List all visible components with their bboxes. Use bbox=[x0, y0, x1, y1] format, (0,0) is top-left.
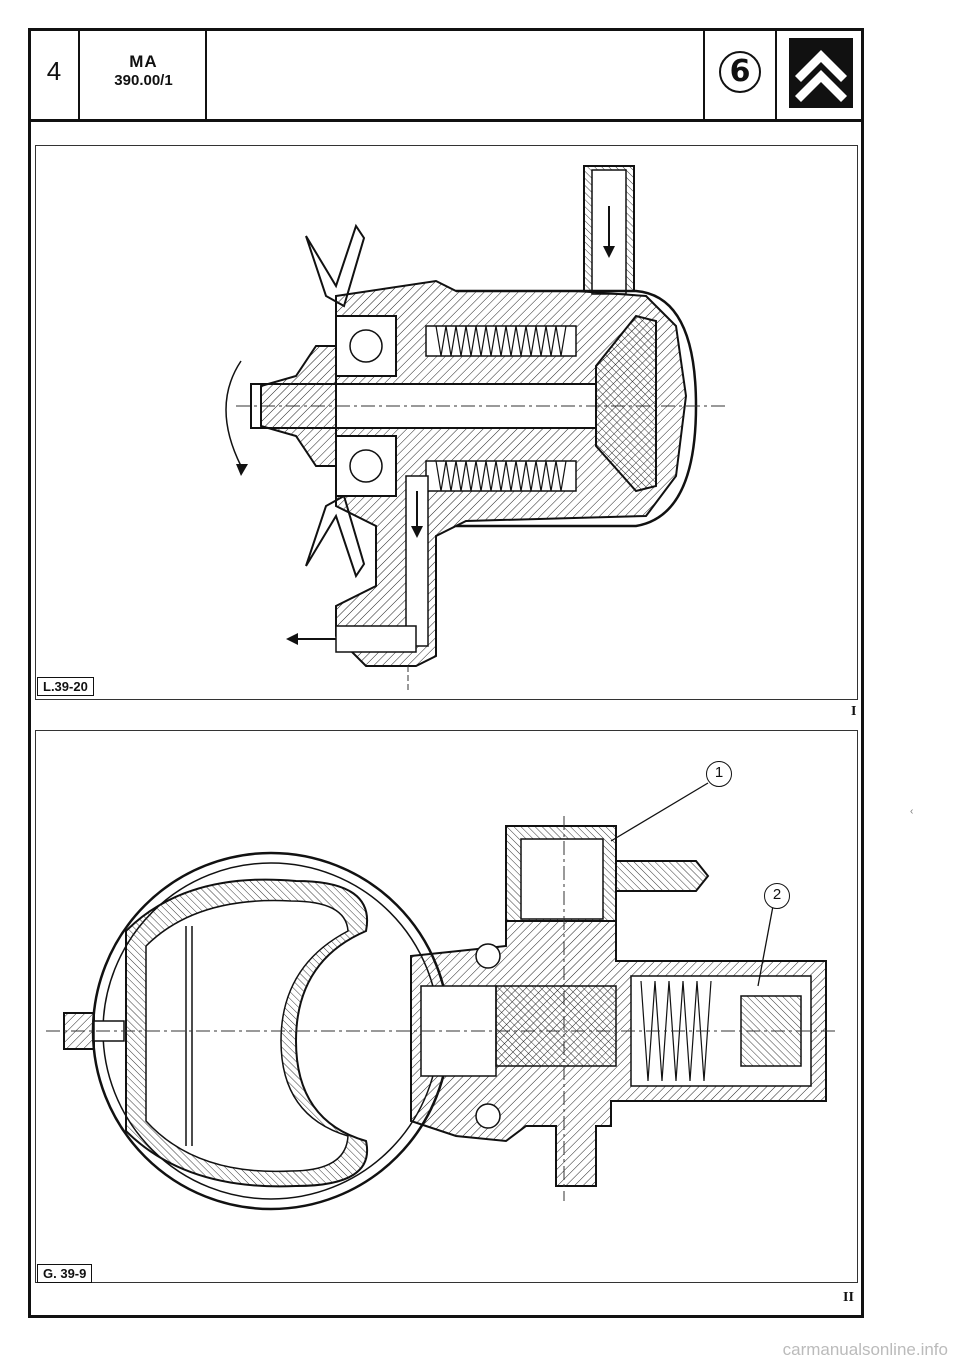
manual-code-line2: 390.00/1 bbox=[114, 72, 173, 89]
title-cell bbox=[207, 28, 705, 119]
callout-2: 2 bbox=[764, 883, 790, 909]
figure-1-reference: L.39-20 bbox=[37, 677, 94, 696]
stray-mark: ‹ bbox=[910, 806, 914, 817]
section-number-badge: 6 bbox=[719, 51, 761, 93]
figure-2-panel: 1 2 bbox=[35, 730, 858, 1283]
page-number-cell: 4 bbox=[28, 28, 80, 119]
watermark-footer: carmanualsonline.info bbox=[782, 1340, 948, 1359]
accumulator-regulator-drawing bbox=[46, 782, 836, 1211]
manual-code-line1: MA bbox=[129, 52, 158, 71]
section-number-cell: 6 bbox=[705, 28, 777, 119]
manual-code-cell: MA 390.00/1 bbox=[80, 28, 207, 119]
header-bar: 4 MA 390.00/1 6 bbox=[28, 28, 864, 122]
callout-1: 1 bbox=[706, 761, 732, 787]
figure-1-roman-numeral: I bbox=[851, 704, 857, 719]
citroen-logo bbox=[789, 38, 853, 108]
pump-cross-section-drawing bbox=[225, 165, 726, 691]
page-number: 4 bbox=[46, 56, 62, 86]
figure-2-roman-numeral: II bbox=[843, 1290, 854, 1305]
figure-1-panel bbox=[35, 145, 858, 700]
logo-cell bbox=[777, 28, 861, 119]
figure-2-reference: G. 39-9 bbox=[37, 1264, 93, 1283]
page-frame bbox=[28, 28, 864, 1318]
double-chevron-icon bbox=[795, 50, 847, 102]
